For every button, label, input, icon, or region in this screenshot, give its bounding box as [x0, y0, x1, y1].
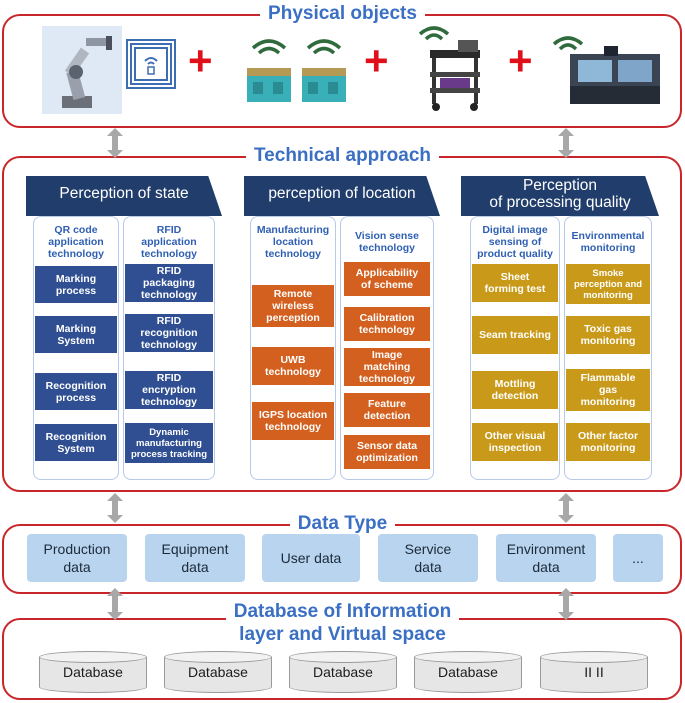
database-cylinder: II II — [540, 651, 648, 693]
data-type-title: Data Type — [0, 513, 685, 535]
more-data-box: ... — [613, 534, 663, 582]
double-arrow-icon — [107, 128, 123, 158]
perception-of-location-header: perception of location — [244, 176, 440, 216]
perception-of-state-header: Perception of state — [26, 176, 222, 216]
seam-tracking-cell: Seam tracking — [472, 316, 558, 354]
double-arrow-icon — [558, 493, 574, 523]
database-cylinder: Database — [414, 651, 522, 693]
plus-icon: + — [364, 37, 389, 84]
plus-icon: + — [188, 37, 213, 84]
database-cylinder: Database — [289, 651, 397, 693]
robot-arm-icon — [42, 26, 122, 114]
wifi-crate-icon — [247, 39, 291, 102]
wifi-cart-icon — [418, 26, 480, 111]
technical-approach-title: Technical approach — [0, 145, 685, 167]
double-arrow-icon — [558, 128, 574, 158]
database-cylinder: Database — [164, 651, 272, 693]
double-arrow-icon — [558, 588, 574, 620]
double-arrow-icon — [107, 493, 123, 523]
user-data-box: User data — [262, 534, 360, 582]
wifi-machine-icon — [552, 36, 660, 104]
plus-icon: + — [508, 37, 533, 84]
physical-objects-title: Physical objects — [0, 3, 685, 25]
rfid-tag-icon — [126, 39, 176, 89]
database-cylinder: Database — [39, 651, 147, 693]
wifi-crate-icon — [302, 39, 346, 102]
double-arrow-icon — [107, 588, 123, 620]
